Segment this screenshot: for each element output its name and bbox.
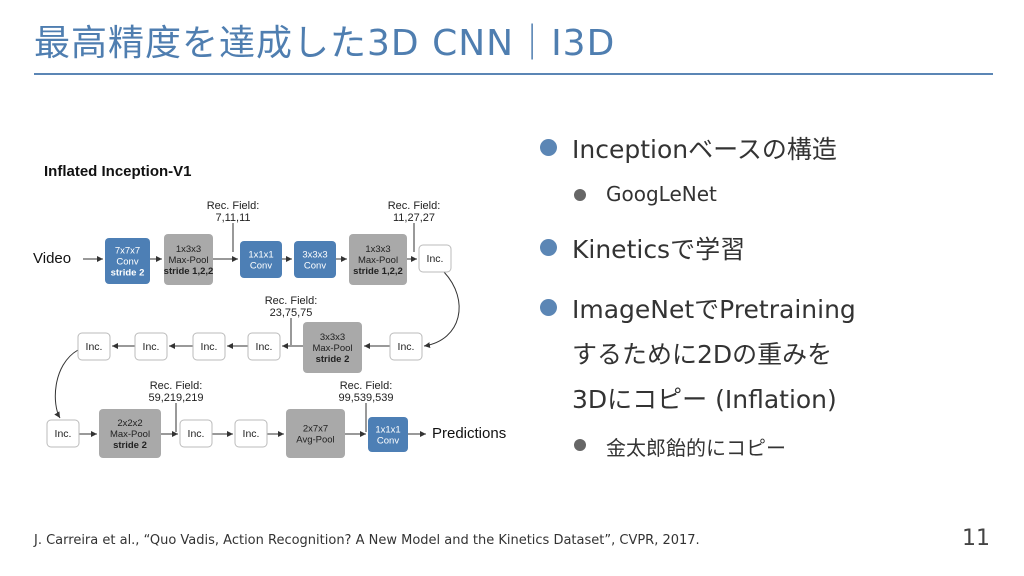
layer-label: Conv bbox=[250, 261, 272, 272]
page-number: 11 bbox=[962, 526, 990, 551]
bullet-item: Inceptionベースの構造 bbox=[540, 130, 1010, 182]
slide-title: 最高精度を達成した3D CNN｜I3D bbox=[34, 23, 616, 64]
layer-box bbox=[389, 332, 423, 361]
rec-field-label: Rec. Field: bbox=[388, 200, 441, 212]
layer-label: Max-Pool bbox=[358, 255, 398, 266]
rec-field-label: 7,11,11 bbox=[215, 212, 250, 224]
layer-label: stride 2 bbox=[111, 268, 145, 279]
layer-label: 2x2x2 bbox=[117, 418, 142, 429]
layer-label: Inc. bbox=[398, 341, 415, 353]
row-wrap-arrow bbox=[54, 349, 79, 419]
layer-label: 1x3x3 bbox=[176, 244, 201, 255]
sub-bullet-item: 金太郎飴的にコピー bbox=[540, 432, 1010, 472]
bullet-dot-icon bbox=[574, 189, 586, 201]
diagram-heading: Inflated Inception-V1 bbox=[44, 163, 192, 180]
layer-label: stride 2 bbox=[113, 440, 147, 451]
bullet-continuation: するために2Dの重みを bbox=[540, 335, 1010, 380]
layer-label: Inc. bbox=[143, 341, 160, 353]
layer-label: Inc. bbox=[256, 341, 273, 353]
layer-box bbox=[77, 332, 111, 361]
bullet-text: ImageNetでPretraining bbox=[572, 295, 856, 324]
layer-label: 1x1x1 bbox=[375, 425, 400, 436]
layer-box bbox=[164, 234, 213, 285]
rec-field-label: 23,75,75 bbox=[270, 307, 313, 319]
bullet-item: Kineticsで学習 bbox=[540, 230, 1010, 290]
bullet-item: ImageNetでPretraining bbox=[540, 290, 1010, 335]
layer-box bbox=[105, 238, 150, 284]
layer-box bbox=[418, 244, 452, 273]
layer-label: 1x3x3 bbox=[365, 244, 390, 255]
layer-label: Inc. bbox=[243, 428, 260, 440]
layer-box bbox=[349, 234, 407, 285]
layer-label: 3x3x3 bbox=[320, 332, 345, 343]
bullet-dot-icon bbox=[540, 239, 557, 256]
layer-label: 3x3x3 bbox=[302, 250, 327, 261]
layer-label: Inc. bbox=[188, 428, 205, 440]
rec-field-label: Rec. Field: bbox=[207, 200, 260, 212]
layer-label: stride 2 bbox=[316, 354, 350, 365]
layer-label: Inc. bbox=[427, 253, 444, 265]
layer-label: 2x7x7 bbox=[303, 424, 328, 435]
layer-box bbox=[368, 417, 408, 452]
layer-label: 7x7x7 bbox=[115, 246, 140, 257]
bullet-dot-icon bbox=[540, 299, 557, 316]
layer-box bbox=[286, 409, 345, 458]
title-underline bbox=[34, 73, 993, 75]
layer-box bbox=[294, 241, 336, 278]
citation: J. Carreira et al., “Quo Vadis, Action R… bbox=[34, 533, 700, 548]
bullet-text: 3Dにコピー (Inflation) bbox=[572, 385, 837, 414]
layer-box bbox=[303, 322, 362, 373]
sub-bullet-item: GoogLeNet bbox=[540, 182, 1010, 230]
output-label: Predictions bbox=[432, 425, 506, 442]
sub-bullet-text: GoogLeNet bbox=[606, 182, 717, 206]
layer-box bbox=[134, 332, 168, 361]
layer-label: Conv bbox=[377, 436, 399, 447]
layer-label: Max-Pool bbox=[312, 343, 352, 354]
bullet-dot-icon bbox=[540, 139, 557, 156]
layer-label: Conv bbox=[116, 257, 138, 268]
rec-field-label: Rec. Field: bbox=[150, 380, 203, 392]
layer-box bbox=[192, 332, 226, 361]
layer-label: 1x1x1 bbox=[248, 250, 273, 261]
sub-bullet-text: 金太郎飴的にコピー bbox=[606, 436, 786, 460]
layer-box bbox=[99, 409, 161, 458]
layer-label: stride 1,2,2 bbox=[164, 266, 214, 277]
bullet-dot-icon bbox=[574, 439, 586, 451]
rec-field-label: 11,27,27 bbox=[393, 212, 435, 224]
rec-field-label: 99,539,539 bbox=[338, 392, 393, 404]
layer-box bbox=[240, 241, 282, 278]
layer-label: Conv bbox=[304, 261, 326, 272]
layer-box bbox=[179, 419, 213, 448]
layer-label: Avg-Pool bbox=[296, 435, 334, 446]
layer-label: Inc. bbox=[201, 341, 218, 353]
bullet-text: するために2Dの重みを bbox=[572, 340, 833, 369]
layer-label: Max-Pool bbox=[168, 255, 208, 266]
rec-field-label: Rec. Field: bbox=[265, 295, 318, 307]
bullet-list: Inceptionベースの構造 GoogLeNet Kineticsで学習 Im… bbox=[540, 130, 1010, 472]
input-label: Video bbox=[33, 250, 71, 267]
layer-label: stride 1,2,2 bbox=[353, 266, 403, 277]
bullet-continuation: 3Dにコピー (Inflation) bbox=[540, 380, 1010, 432]
layer-box bbox=[247, 332, 281, 361]
row-wrap-arrow bbox=[423, 271, 460, 349]
bullet-text: Kineticsで学習 bbox=[572, 235, 746, 264]
layer-label: Inc. bbox=[86, 341, 103, 353]
bullet-text: Inceptionベースの構造 bbox=[572, 135, 837, 164]
layer-label: Inc. bbox=[55, 428, 72, 440]
layer-box bbox=[46, 419, 80, 448]
layer-box bbox=[234, 419, 268, 448]
rec-field-label: Rec. Field: bbox=[340, 380, 393, 392]
layer-label: Max-Pool bbox=[110, 429, 150, 440]
rec-field-label: 59,219,219 bbox=[148, 392, 203, 404]
